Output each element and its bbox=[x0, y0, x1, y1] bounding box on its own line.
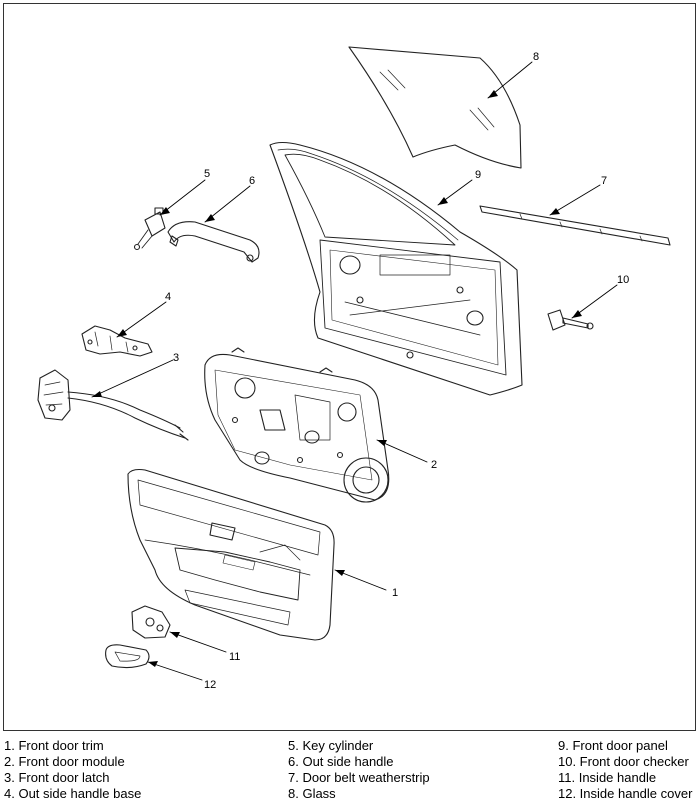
callout-7: 7 bbox=[601, 175, 607, 187]
out-side-handle-base-part bbox=[81, 325, 153, 357]
callout-3: 3 bbox=[173, 352, 179, 364]
legend-item: 3. Front door latch bbox=[4, 770, 110, 785]
callout-labels: 1 2 3 4 5 6 7 8 9 10 11 12 bbox=[165, 51, 629, 691]
inside-handle-cover-part bbox=[105, 644, 150, 669]
legend-item: 7. Door belt weatherstrip bbox=[288, 770, 430, 785]
callout-12: 12 bbox=[204, 679, 216, 691]
legend-column-3: 9. Front door panel 10. Front door check… bbox=[558, 738, 692, 802]
legend-column-2: 5. Key cylinder 6. Out side handle 7. Do… bbox=[288, 738, 430, 802]
callout-2: 2 bbox=[431, 459, 437, 471]
inside-handle-part bbox=[131, 605, 171, 639]
front-door-panel-part bbox=[269, 141, 523, 396]
legend-item: 11. Inside handle bbox=[558, 770, 657, 785]
callout-5: 5 bbox=[204, 168, 210, 180]
callout-6: 6 bbox=[249, 175, 255, 187]
front-door-module-part bbox=[204, 347, 390, 503]
callout-11: 11 bbox=[229, 651, 240, 663]
out-side-handle-part bbox=[167, 221, 260, 263]
diagram-frame bbox=[3, 3, 696, 731]
legend-item: 2. Front door module bbox=[4, 754, 125, 769]
front-door-checker-part bbox=[547, 309, 594, 331]
legend-column-1: 1. Front door trim 2. Front door module … bbox=[4, 738, 141, 802]
exploded-door-diagram: 1 2 3 4 5 6 7 8 9 10 11 12 bbox=[37, 46, 671, 691]
legend-item: 1. Front door trim bbox=[4, 738, 104, 753]
legend-item: 10. Front door checker bbox=[558, 754, 689, 769]
parts-legend: 1. Front door trim 2. Front door module … bbox=[0, 738, 700, 809]
glass-part bbox=[348, 46, 522, 169]
callout-4: 4 bbox=[165, 291, 171, 303]
legend-item: 4. Out side handle base bbox=[4, 786, 142, 801]
legend-item: 8. Glass bbox=[288, 786, 336, 801]
callout-1: 1 bbox=[392, 587, 398, 599]
callout-8: 8 bbox=[533, 51, 539, 63]
legend-item: 9. Front door panel bbox=[558, 738, 668, 753]
key-cylinder-part bbox=[133, 207, 166, 251]
front-door-latch-part bbox=[37, 369, 189, 441]
door-belt-weatherstrip-part bbox=[479, 205, 671, 246]
callout-9: 9 bbox=[475, 169, 481, 181]
leader-lines bbox=[91, 61, 618, 681]
legend-item: 5. Key cylinder bbox=[288, 738, 374, 753]
front-door-trim-part bbox=[127, 468, 335, 641]
legend-item: 12. Inside handle cover bbox=[558, 786, 693, 801]
leader-arrowheads bbox=[92, 90, 582, 667]
legend-item: 6. Out side handle bbox=[288, 754, 394, 769]
callout-10: 10 bbox=[617, 274, 629, 286]
